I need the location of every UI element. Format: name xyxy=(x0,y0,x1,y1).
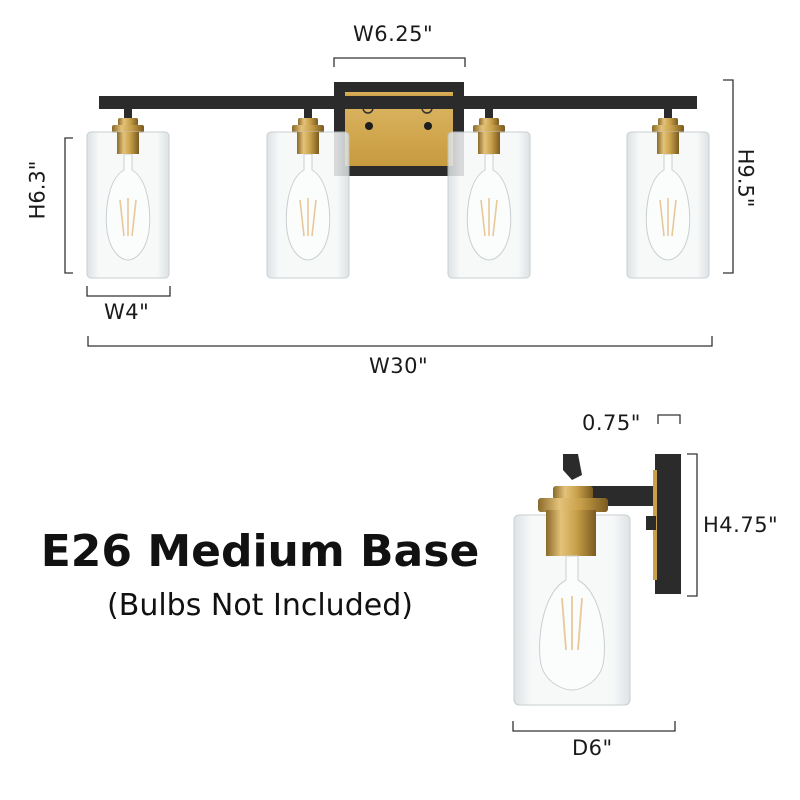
overall-width-label: W30" xyxy=(369,354,429,378)
dimension-lines-side xyxy=(512,414,698,732)
shade-width-label: W4" xyxy=(104,300,150,324)
overall-height-label: H9.5" xyxy=(733,148,758,208)
bulb-base-headline: E26 Medium Base xyxy=(40,526,480,577)
dimension-lines-front xyxy=(64,57,734,347)
lamp-4 xyxy=(626,107,710,279)
backplate-width-label: W6.25" xyxy=(353,22,434,46)
overall-depth-label: D6" xyxy=(572,736,613,760)
crossbar xyxy=(99,96,697,109)
backplate-depth-label: 0.75" xyxy=(582,411,641,435)
lamp-2 xyxy=(266,107,350,279)
lamp-1 xyxy=(86,107,170,279)
shade-height-label: H6.3" xyxy=(25,160,50,220)
lamp-3 xyxy=(447,107,531,279)
bulbs-not-included-note: (Bulbs Not Included) xyxy=(107,588,413,623)
side-view xyxy=(513,454,681,706)
backplate-height-label: H4.75" xyxy=(703,513,779,537)
